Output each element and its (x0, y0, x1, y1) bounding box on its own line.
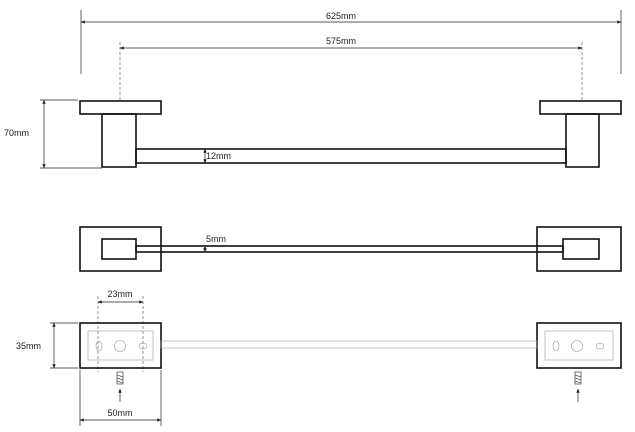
overall-width-dimension: 625mm (80, 10, 622, 74)
hole-spacing-label: 23mm (107, 289, 132, 299)
left-slot-hole-1 (95, 340, 103, 352)
mount-spacing-label: 575mm (326, 36, 356, 46)
base-width-label: 50mm (107, 408, 132, 418)
right-bracket-body (565, 113, 600, 168)
bar-side-thickness-label: 12mm (206, 151, 231, 161)
left-mounting-base (79, 322, 162, 369)
right-slot-hole-1 (552, 340, 560, 352)
overall-width-label: 625mm (326, 11, 356, 21)
towel-bar-top (135, 245, 564, 253)
top-view: 5mm (79, 226, 622, 272)
left-slot-hole-2 (138, 342, 148, 350)
left-screw-icon (116, 371, 124, 385)
right-base-top (536, 226, 622, 272)
left-wall-plate (79, 100, 162, 115)
height-label: 70mm (4, 128, 29, 138)
right-center-hole (571, 340, 583, 352)
base-depth-label: 35mm (16, 341, 41, 351)
right-screw-icon (574, 371, 582, 385)
left-bracket-top (101, 238, 137, 260)
right-bracket-top (562, 238, 600, 260)
left-center-hole (114, 340, 126, 352)
left-bracket-body (101, 113, 137, 168)
mount-spacing-dimension: 575mm (119, 36, 583, 100)
right-mounting-base (536, 322, 622, 369)
right-wall-plate (539, 100, 622, 115)
bar-top-thickness-label: 5mm (206, 234, 226, 244)
towel-bar-bottom (160, 340, 538, 349)
right-mounting-plate (544, 330, 614, 361)
towel-bar-side (135, 148, 567, 164)
side-view: 70mm 12mm (4, 99, 622, 169)
left-mounting-plate (87, 330, 154, 361)
mounting-view: 23mm 35mm (16, 289, 622, 426)
left-base-top (79, 226, 162, 272)
right-slot-hole-2 (595, 342, 605, 350)
